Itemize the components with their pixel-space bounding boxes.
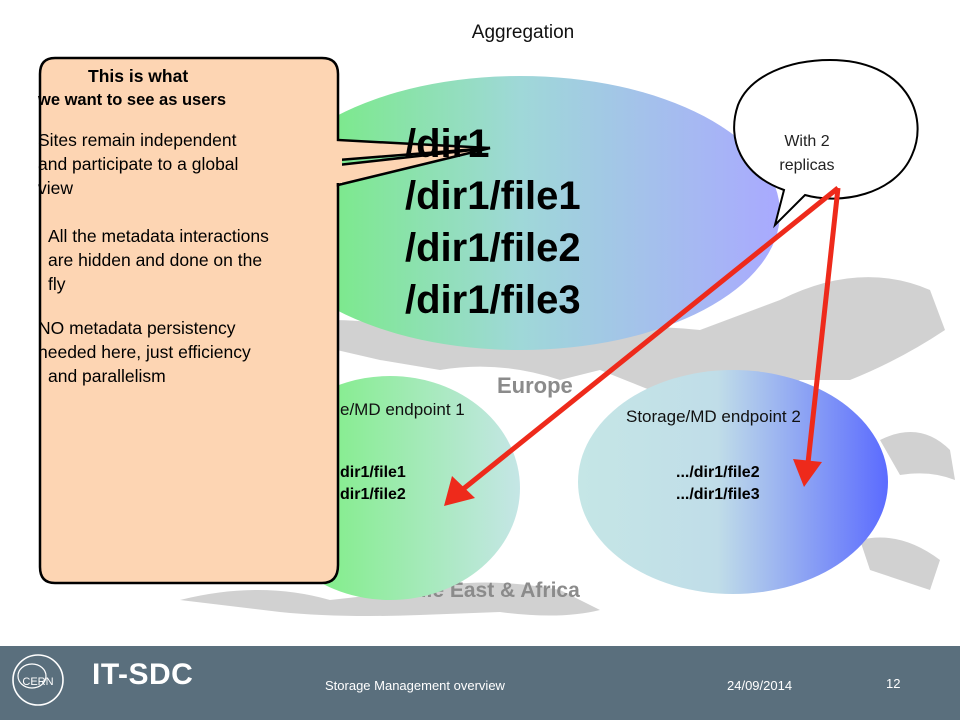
footer-page-number: 12 bbox=[886, 676, 901, 691]
callout-pointer-join bbox=[334, 150, 342, 183]
endpoint1-file: dir1/file2 bbox=[340, 486, 406, 503]
callout-heading-line: This is what bbox=[88, 66, 189, 86]
aggregated-line: /dir1/file1 bbox=[405, 174, 581, 218]
endpoint2-file: .../dir1/file2 bbox=[676, 464, 760, 481]
arrow-to-endpoint1-head bbox=[444, 476, 475, 506]
callout-line: NO metadata persistency bbox=[38, 318, 236, 338]
group-logo-text: IT-SDC bbox=[92, 658, 194, 691]
footer-presentation-title: Storage Management overview bbox=[325, 678, 505, 693]
map-label-europe: Europe bbox=[497, 373, 573, 398]
speech-bubble-text: With 2 replicas bbox=[752, 130, 862, 178]
endpoint1-file: dir1/file1 bbox=[340, 464, 406, 481]
footer-date: 24/09/2014 bbox=[727, 678, 793, 693]
callout-box bbox=[38, 56, 491, 585]
replica-arrows bbox=[444, 186, 841, 506]
callout-line: needed here, just efficiency bbox=[38, 342, 251, 362]
endpoint2-file-list: .../dir1/file2 .../dir1/file3 bbox=[676, 462, 760, 506]
callout-line: and participate to a global bbox=[38, 154, 239, 174]
callout-line: are hidden and done on the bbox=[48, 250, 263, 270]
endpoint1-file-list: dir1/file1 dir1/file2 bbox=[340, 462, 406, 506]
aggregated-line: /dir1 bbox=[405, 122, 490, 166]
callout-line: view bbox=[38, 178, 74, 198]
footer-bar: IT-SDC Storage Management overview 24/09… bbox=[0, 646, 960, 720]
aggregated-namespace-list: /dir1 /dir1/file1 /dir1/file2 /dir1/file… bbox=[405, 118, 581, 326]
callout-text: This is what we want to see as users Sit… bbox=[38, 64, 338, 388]
callout-line: and parallelism bbox=[48, 366, 166, 386]
speech-bubble-line: With 2 bbox=[784, 133, 830, 150]
endpoint2-file: .../dir1/file3 bbox=[676, 486, 760, 503]
arrow-to-endpoint2-head bbox=[793, 459, 822, 487]
slide-title: Aggregation bbox=[471, 22, 575, 43]
callout-line: All the metadata interactions bbox=[48, 226, 269, 246]
speech-bubble bbox=[733, 58, 919, 229]
aggregated-line: /dir1/file3 bbox=[405, 278, 581, 322]
endpoint1-label: e/MD endpoint 1 bbox=[340, 400, 465, 419]
cern-logo-text: CERN bbox=[22, 676, 53, 688]
aggregated-line: /dir1/file2 bbox=[405, 226, 581, 270]
callout-line: Sites remain independent bbox=[38, 130, 237, 150]
speech-bubble-line: replicas bbox=[779, 157, 835, 174]
callout-heading-line: we want to see as users bbox=[38, 91, 227, 109]
cern-logo-icon: CERN bbox=[12, 654, 64, 706]
arrow-to-endpoint2 bbox=[805, 187, 841, 464]
endpoint2-label: Storage/MD endpoint 2 bbox=[626, 407, 801, 426]
arrow-to-endpoint1 bbox=[460, 186, 840, 492]
callout-line: fly bbox=[48, 274, 66, 294]
